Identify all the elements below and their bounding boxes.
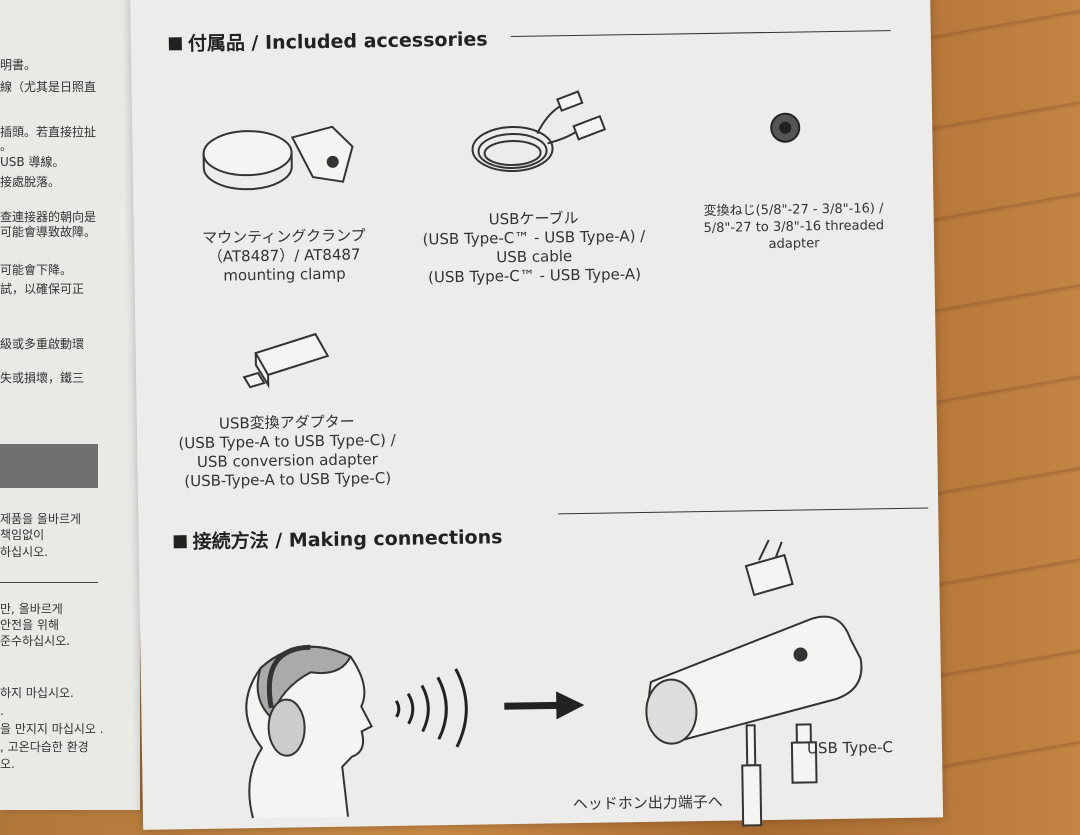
text-line: 만, 올바르게 xyxy=(0,602,63,616)
text-line: 오. xyxy=(0,757,15,771)
text-line: . xyxy=(0,704,4,718)
text-line: 준수하십시오. xyxy=(0,634,71,648)
text-line: 插頭。若直接拉扯 xyxy=(0,125,97,139)
usb-adapter-icon xyxy=(242,332,330,389)
text-line: 可能會下降。 xyxy=(0,263,73,277)
divider xyxy=(0,582,98,583)
left-page: 明書。 線（尤其是日照直 插頭。若直接拉扯 。 USB 導線。 接處脫落。 查連… xyxy=(0,0,140,810)
main-page: 付属品 / Included accessories マウンティングクランプ（A… xyxy=(130,0,944,830)
person-headphones-icon xyxy=(245,644,373,819)
accessory-caption: USB変換アダプター(USB Type-A to USB Type-C) /US… xyxy=(178,412,396,491)
text-line: 失或損壞，鐵三 xyxy=(0,371,85,385)
text-line: 級或多重啟動環 xyxy=(0,337,85,351)
text-line: 。 xyxy=(0,139,13,153)
text-line: 안전을 위해 xyxy=(0,618,60,632)
text-line: 을 만지지 마십시오 . xyxy=(0,722,104,736)
text-line: 線（尤其是日照直 xyxy=(0,80,97,94)
usb-cable-icon xyxy=(471,90,607,173)
sound-waves-arrow-icon xyxy=(394,668,585,748)
accessories-heading: 付属品 / Included accessories xyxy=(168,24,488,56)
text-line: 查連接器的朝向是 xyxy=(0,210,97,224)
headphone-output-label: ヘッドホン出力端子へ xyxy=(572,792,723,814)
text-line: 明書。 xyxy=(0,58,37,72)
mounting-clamp-icon xyxy=(202,125,354,191)
connections-heading: 接続方法 / Making connections xyxy=(173,522,503,554)
text-line: 제품을 올바르게 xyxy=(0,512,82,526)
usb-type-c-label: USB Type-C xyxy=(806,738,894,758)
divider xyxy=(558,507,929,515)
microphone-icon xyxy=(645,539,863,745)
text-line: 하지 마십시오. xyxy=(0,686,74,700)
text-line: 接處脫落。 xyxy=(0,175,61,189)
text-line: 하십시오. xyxy=(0,545,48,559)
thread-adapter-icon xyxy=(770,112,801,143)
accessory-caption: USBケーブル(USB Type-C™ - USB Type-A) /USB c… xyxy=(422,208,646,287)
accessory-caption: 変換ねじ(5/8"-27 - 3/8"-16) /5/8"-27 to 3/8"… xyxy=(703,201,885,252)
section-bar xyxy=(0,444,98,488)
divider xyxy=(510,30,891,38)
text-line: 책임없이 xyxy=(0,528,45,542)
text-line: 試，以確保可正 xyxy=(0,282,85,296)
text-line: 可能會導致故障。 xyxy=(0,225,97,239)
text-line: USB 導線。 xyxy=(0,155,65,169)
text-line: , 고온다습한 환경 xyxy=(0,740,89,754)
